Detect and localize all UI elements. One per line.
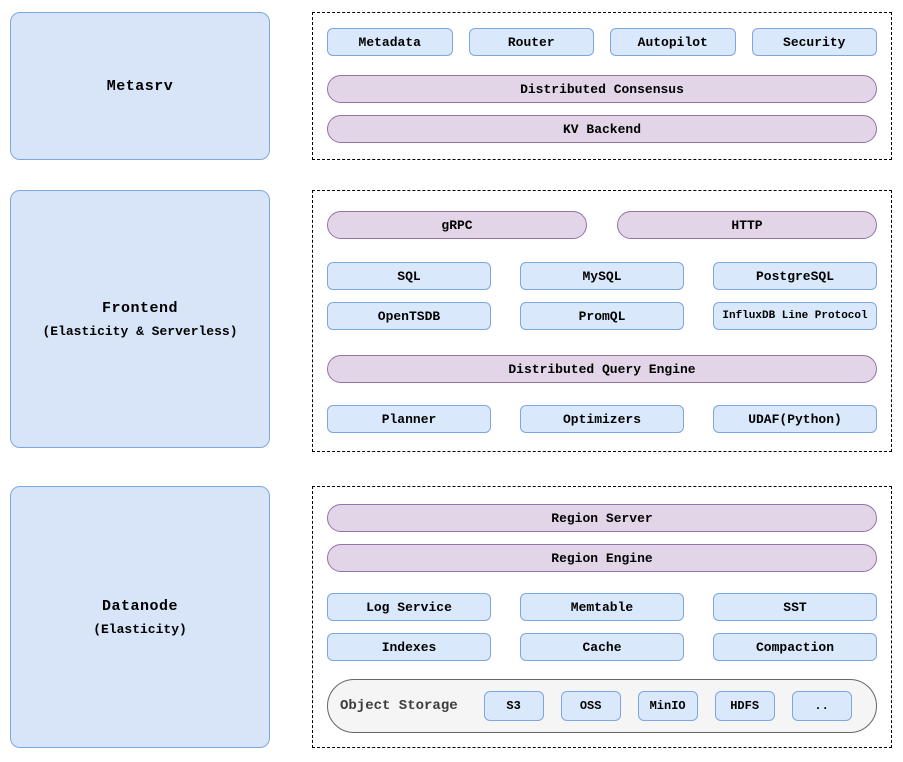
- s3-backend-chip: S3: [483, 691, 544, 721]
- promql-chip: PromQL: [520, 302, 684, 330]
- metasrv-node-box: Metasrv: [10, 12, 270, 160]
- sst-chip: SST: [713, 593, 877, 621]
- grpc-bar: gRPC: [327, 211, 587, 239]
- frontend-title: Frontend: [101, 299, 178, 317]
- optimizers-chip: Optimizers: [520, 405, 684, 433]
- log-service-chip: Log Service: [327, 593, 491, 621]
- region-engine-bar: Region Engine: [327, 544, 877, 572]
- protocols-row-1: SQL MySQL PostgreSQL: [327, 262, 877, 290]
- postgresql-chip: PostgreSQL: [713, 262, 877, 290]
- metadata-chip: Metadata: [327, 28, 453, 56]
- http-bar: HTTP: [617, 211, 877, 239]
- indexes-chip: Indexes: [327, 633, 491, 661]
- more-backends-chip: ..: [791, 691, 852, 721]
- influxdb-line-protocol-chip: InfluxDB Line Protocol: [713, 302, 877, 330]
- security-chip: Security: [751, 28, 877, 56]
- datanode-subtitle: (Elasticity): [93, 621, 187, 637]
- datanode-node-box: Datanode (Elasticity): [10, 486, 270, 748]
- protocols-row-2: OpenTSDB PromQL InfluxDB Line Protocol: [327, 302, 877, 330]
- distributed-consensus-bar: Distributed Consensus: [327, 75, 877, 103]
- cache-chip: Cache: [520, 633, 684, 661]
- frontend-node-box: Frontend (Elasticity & Serverless): [10, 190, 270, 448]
- region-server-bar: Region Server: [327, 504, 877, 532]
- metasrv-components-row: Metadata Router Autopilot Security: [327, 28, 877, 56]
- planner-chip: Planner: [327, 405, 491, 433]
- datanode-panel: Region Server Region Engine Log Service …: [312, 486, 892, 748]
- metasrv-title: Metasrv: [106, 77, 174, 95]
- opentsdb-chip: OpenTSDB: [327, 302, 491, 330]
- object-storage-label: Object Storage: [340, 698, 458, 714]
- sql-chip: SQL: [327, 262, 491, 290]
- object-storage-container: Object Storage S3 OSS MinIO HDFS ..: [327, 679, 877, 733]
- kv-backend-bar: KV Backend: [327, 115, 877, 143]
- minio-backend-chip: MinIO: [637, 691, 698, 721]
- udaf-python-chip: UDAF(Python): [713, 405, 877, 433]
- distributed-query-engine-bar: Distributed Query Engine: [327, 355, 877, 383]
- router-chip: Router: [468, 28, 594, 56]
- hdfs-backend-chip: HDFS: [714, 691, 775, 721]
- oss-backend-chip: OSS: [560, 691, 621, 721]
- memtable-chip: Memtable: [520, 593, 684, 621]
- datanode-components-row-2: Indexes Cache Compaction: [327, 633, 877, 661]
- mysql-chip: MySQL: [520, 262, 684, 290]
- metasrv-panel: Metadata Router Autopilot Security Distr…: [312, 12, 892, 160]
- frontend-subtitle: (Elasticity & Serverless): [42, 323, 238, 339]
- engine-components-row: Planner Optimizers UDAF(Python): [327, 405, 877, 433]
- compaction-chip: Compaction: [713, 633, 877, 661]
- datanode-title: Datanode: [101, 597, 178, 615]
- protocol-bars-row: gRPC HTTP: [327, 211, 877, 239]
- frontend-panel: gRPC HTTP SQL MySQL PostgreSQL OpenTSDB …: [312, 190, 892, 452]
- autopilot-chip: Autopilot: [610, 28, 736, 56]
- datanode-components-row-1: Log Service Memtable SST: [327, 593, 877, 621]
